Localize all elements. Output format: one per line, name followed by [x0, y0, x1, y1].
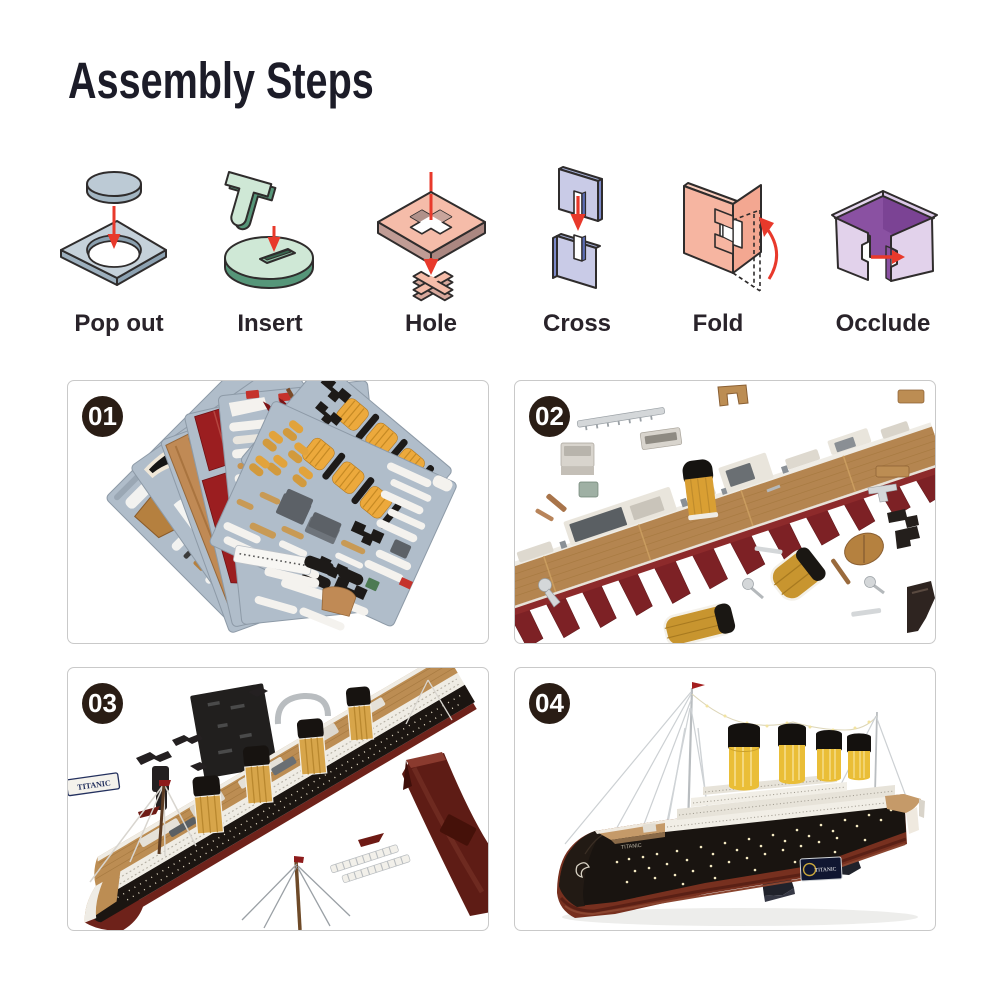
svg-text:TITANIC: TITANIC [621, 843, 643, 851]
svg-text:TITANIC: TITANIC [815, 867, 837, 874]
